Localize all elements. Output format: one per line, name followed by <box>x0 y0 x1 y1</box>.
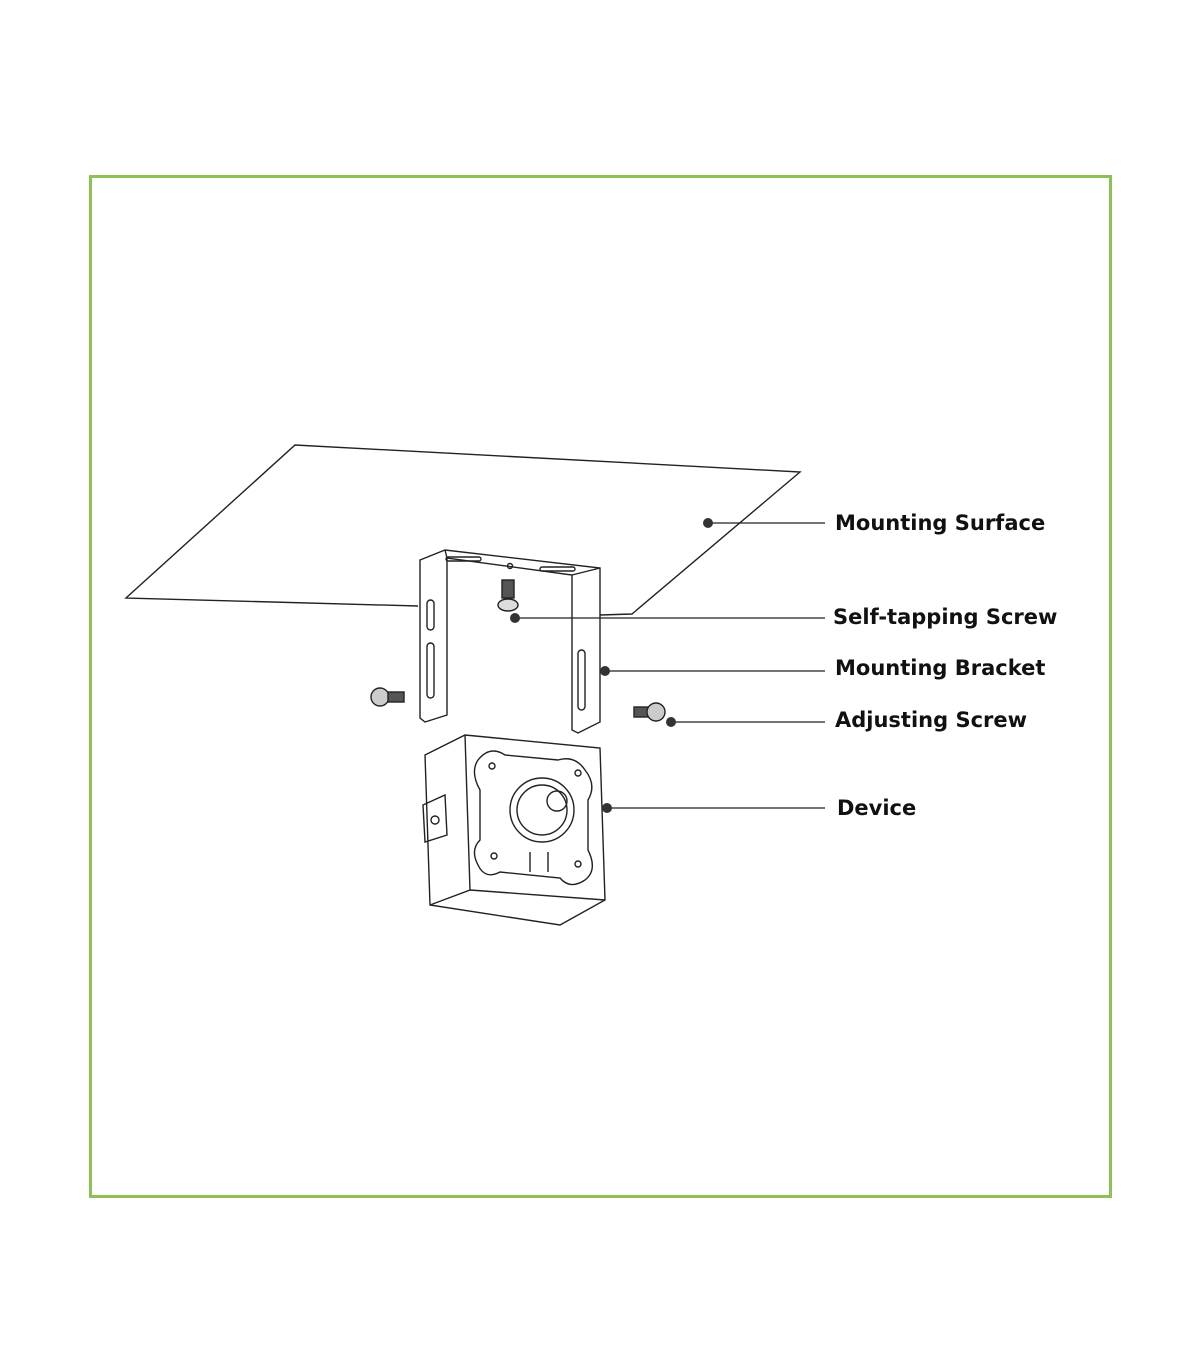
mounting-surface-plane <box>124 444 802 616</box>
mounting-bracket <box>419 549 601 734</box>
diagram-frame <box>89 175 1112 1198</box>
label-mounting-bracket: Mounting Bracket <box>835 656 1046 680</box>
leader-dots <box>510 518 713 813</box>
label-mounting-surface: Mounting Surface <box>835 511 1046 535</box>
leader-lines <box>515 522 825 809</box>
label-adjusting-screw: Adjusting Screw <box>835 708 1028 732</box>
adjusting-screw-right-icon <box>633 702 666 722</box>
self-tapping-screw-icon <box>497 579 519 612</box>
device-camera <box>422 734 606 926</box>
label-device: Device <box>837 796 917 820</box>
adjusting-screw-left-icon <box>370 687 405 707</box>
label-self-tapping-screw: Self-tapping Screw <box>833 605 1058 629</box>
